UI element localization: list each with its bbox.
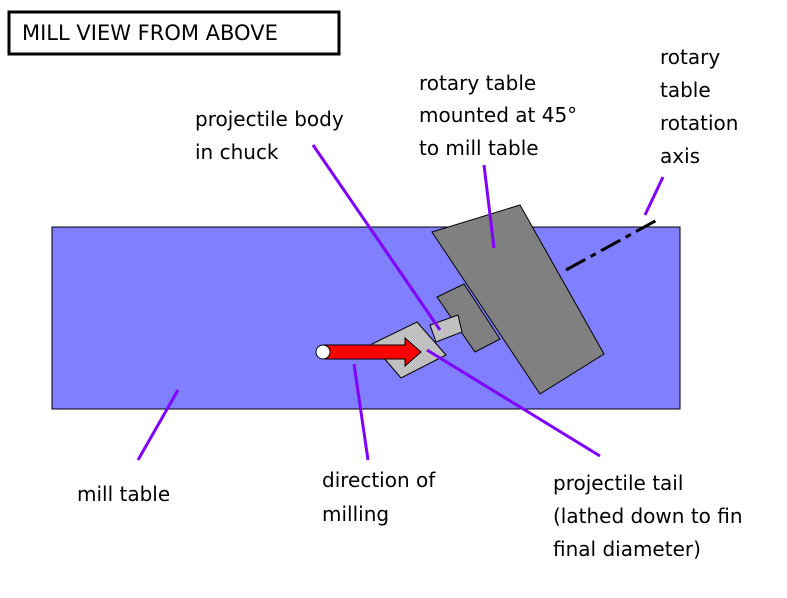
- milling-arrow: [315, 336, 422, 368]
- projectile-body: [429, 314, 463, 343]
- label-rotation-axis: rotary table rotation axis: [660, 45, 745, 168]
- label-projectile-body: projectile body in chuck: [195, 107, 350, 164]
- label-mill-table: mill table: [77, 482, 170, 506]
- diagram-title: MILL VIEW FROM ABOVE: [22, 21, 278, 45]
- label-projectile-tail: projectile tail (lathed down to fin fina…: [553, 471, 749, 561]
- mill-table: [51, 226, 681, 410]
- label-direction-of-milling: direction of milling: [322, 468, 442, 526]
- rotation-axis-line: [565, 218, 658, 272]
- label-rotary-table: rotary table mounted at 45° to mill tabl…: [419, 71, 584, 160]
- title-box: MILL VIEW FROM ABOVE: [7, 10, 341, 56]
- chuck: [436, 283, 501, 353]
- leader-lines: [136, 144, 665, 461]
